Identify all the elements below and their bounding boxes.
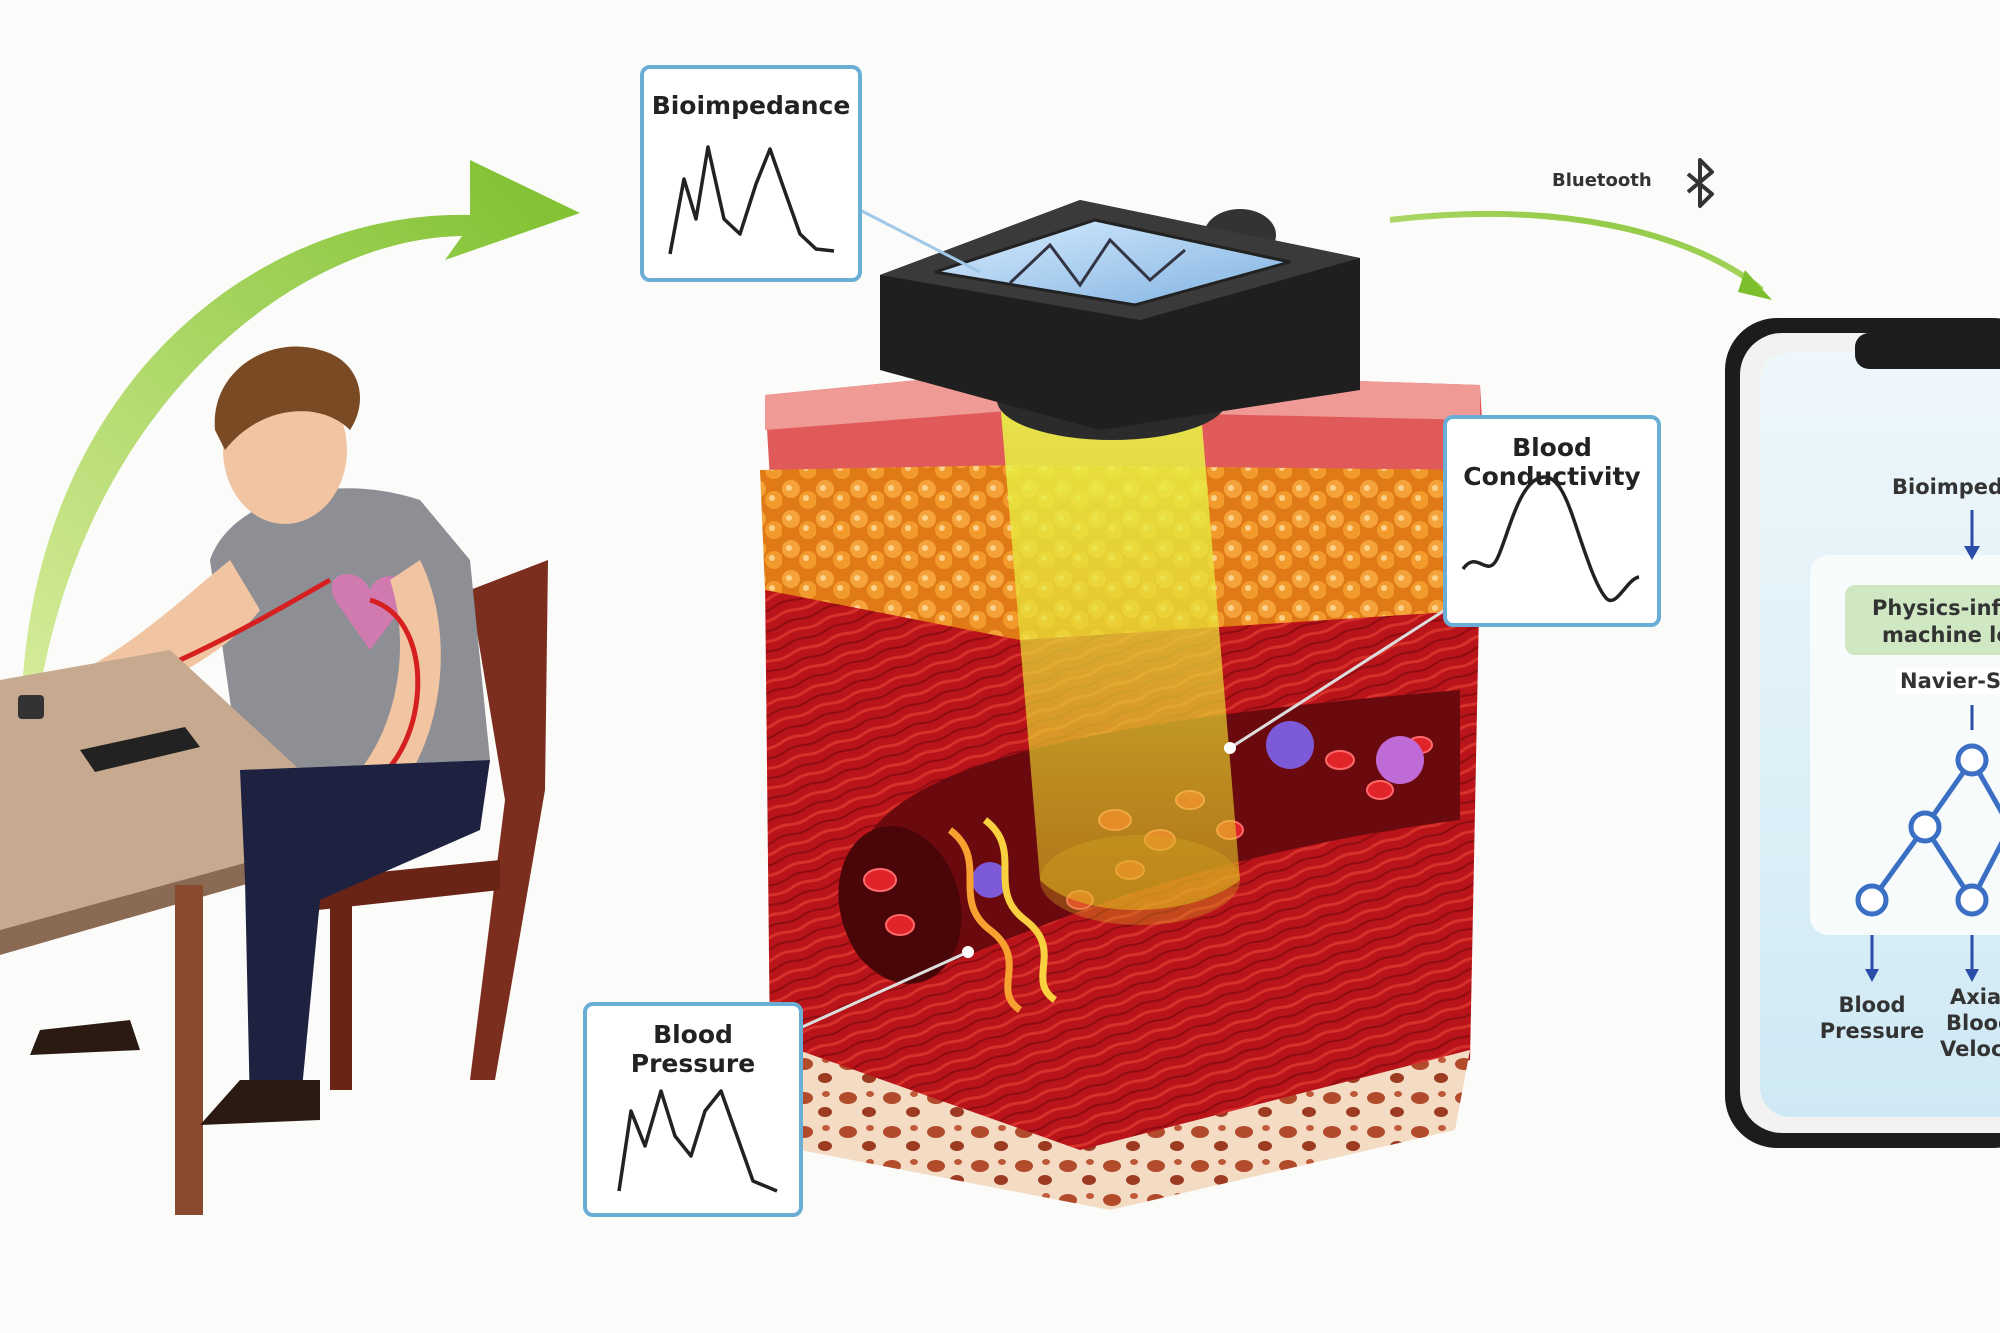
phone-screen-text: Bioimped Physics-inf machine le Navier-S… — [1760, 352, 2000, 1117]
phone-input-label: Bioimped — [1892, 475, 2000, 499]
phone-output1-line2: Pressure — [1819, 1019, 1925, 1043]
blood-pressure-label-line1: Blood — [653, 1020, 733, 1049]
blood-pressure-panel: Blood Pressure — [583, 1002, 803, 1217]
phone-output1-line1: Blood — [1838, 993, 1906, 1017]
phone-output2-line1: Axial — [1950, 985, 2000, 1009]
green-arrow-icon — [22, 160, 580, 690]
phone-output2-line3: Velocit — [1940, 1037, 2000, 1061]
blood-pressure-waveform — [617, 1089, 778, 1193]
bioimpedance-label: Bioimpedance — [651, 91, 851, 120]
blood-conductivity-panel: Blood Conductivity — [1443, 415, 1661, 627]
blood-conductivity-label-line1: Blood — [1512, 433, 1592, 462]
phone-model-line2: machine le — [1882, 623, 2000, 647]
bluetooth-label: Bluetooth — [1552, 170, 1652, 191]
blood-conductivity-label-line2: Conductivity — [1463, 462, 1641, 491]
phone-model-line1: Physics-inf — [1872, 596, 2000, 620]
blood-pressure-label-line2: Pressure — [630, 1049, 756, 1078]
phone-output2-line2: Blood — [1946, 1011, 2000, 1035]
phone-equation-label: Navier-Sto — [1896, 668, 2000, 694]
wearable-device-icon — [880, 200, 1360, 430]
person-illustration — [0, 346, 548, 1215]
tissue-block — [760, 360, 1485, 1210]
bluetooth-icon — [1686, 158, 1714, 208]
bioimpedance-panel: Bioimpedance — [640, 65, 862, 282]
bioimpedance-waveform — [668, 145, 835, 255]
blood-conductivity-waveform — [1461, 475, 1640, 603]
smartphone-icon — [1725, 318, 2000, 1148]
